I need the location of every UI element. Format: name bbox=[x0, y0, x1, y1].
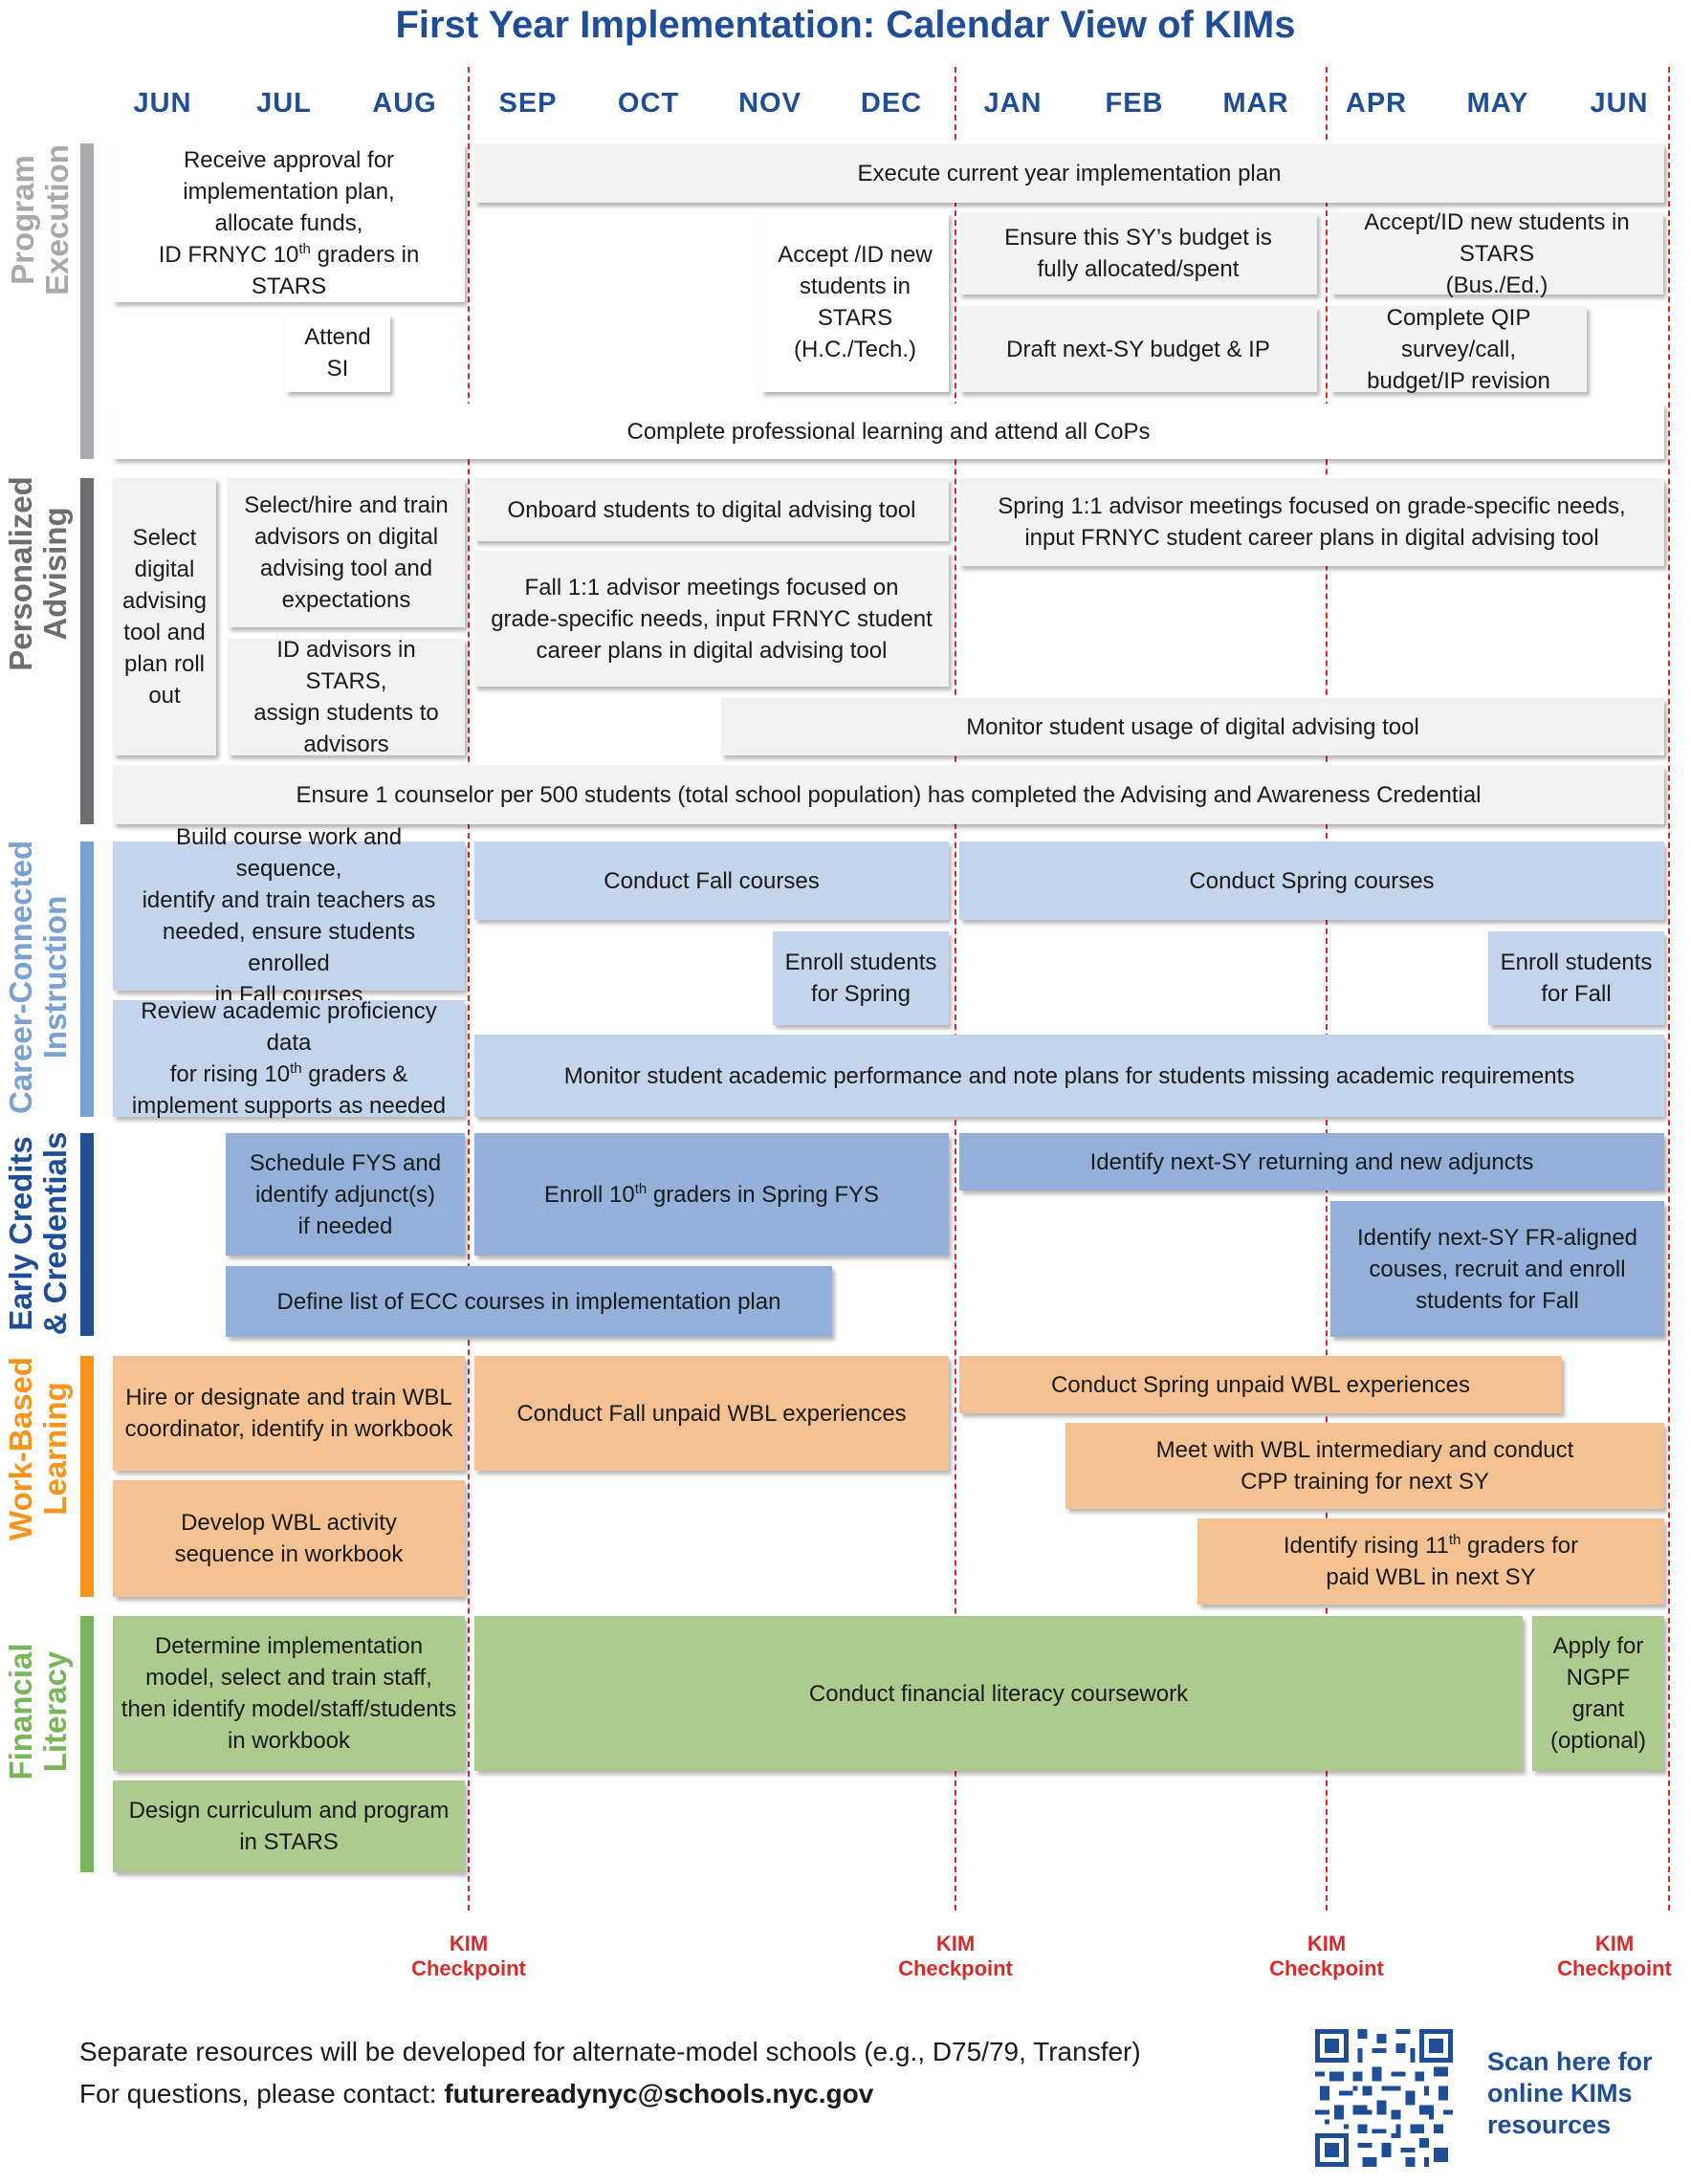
task-complete-qip: Complete QIP survey/call, budget/IP revi… bbox=[1330, 305, 1587, 394]
lane-bar-work-based-learning bbox=[80, 1356, 94, 1597]
task-conduct-fall-courses: Conduct Fall courses bbox=[474, 841, 949, 920]
task-hire-wbl-coordinator: Hire or designate and train WBL coordina… bbox=[113, 1356, 465, 1471]
task-determine-fl-model: Determine implementation model, select a… bbox=[113, 1616, 465, 1771]
task-spring-advisor-meetings: Spring 1:1 advisor meetings focused on g… bbox=[959, 478, 1664, 566]
month-label: JUN bbox=[1590, 88, 1649, 119]
task-onboard-students: Onboard students to digital advising too… bbox=[474, 478, 949, 541]
task-accept-new-students-bus: Accept/ID new students in STARS (Bus./Ed… bbox=[1330, 209, 1663, 298]
month-label: JUL bbox=[256, 88, 312, 119]
month-label: JAN bbox=[983, 88, 1043, 119]
task-select-advising-tool: Select digital advising tool and plan ro… bbox=[113, 478, 216, 755]
task-enroll-10th-graders-fys: Enroll 10th graders in Spring FYS bbox=[474, 1133, 949, 1256]
lane-bar-program-execution bbox=[80, 143, 94, 459]
task-apply-ngpf-grant: Apply for NGPF grant (optional) bbox=[1532, 1616, 1664, 1771]
task-identify-adjuncts: Identify next-SY returning and new adjun… bbox=[959, 1133, 1664, 1190]
month-label: MAR bbox=[1222, 88, 1289, 119]
task-review-proficiency: Review academic proficiency data for ris… bbox=[113, 998, 465, 1119]
task-attend-si: Attend SI bbox=[285, 314, 390, 392]
month-label: DEC bbox=[860, 88, 923, 119]
task-monitor-advising-tool: Monitor student usage of digital advisin… bbox=[721, 698, 1664, 755]
task-conduct-spring-wbl: Conduct Spring unpaid WBL experiences bbox=[959, 1356, 1562, 1413]
lane-label-early-credits: Early Credits& Credentials bbox=[3, 1131, 73, 1336]
contact-email-link[interactable]: futurereadynyc@schools.nyc.gov bbox=[444, 2079, 874, 2108]
task-identify-rising-11th-graders: Identify rising 11th graders for paid WB… bbox=[1197, 1518, 1664, 1605]
kim-checkpoint-line bbox=[1668, 67, 1670, 1911]
task-schedule-fys: Schedule FYS and identify adjunct(s) if … bbox=[226, 1133, 465, 1256]
lane-bar-personalized-advising bbox=[80, 478, 94, 824]
month-label: APR bbox=[1345, 88, 1408, 119]
task-define-ecc-courses: Define list of ECC courses in implementa… bbox=[226, 1266, 832, 1337]
scan-qr-caption: Scan here for online KIMs resources bbox=[1487, 2047, 1653, 2139]
task-build-course-work: Build course work and sequence, identify… bbox=[113, 824, 465, 1008]
month-label: NOV bbox=[738, 88, 802, 119]
task-conduct-spring-courses: Conduct Spring courses bbox=[959, 841, 1664, 920]
task-receive-approval: Receive approval for implementation plan… bbox=[113, 143, 465, 302]
month-label: FEB bbox=[1105, 88, 1164, 119]
task-id-advisors: ID advisors in STARS, assign students to… bbox=[228, 637, 465, 757]
task-hire-train-advisors: Select/hire and train advisors on digita… bbox=[228, 478, 465, 627]
task-execute-plan: Execute current year implementation plan bbox=[474, 143, 1664, 203]
task-professional-learning: Complete professional learning and atten… bbox=[113, 404, 1664, 459]
task-fall-advisor-meetings: Fall 1:1 advisor meetings focused on gra… bbox=[474, 551, 949, 687]
month-label: AUG bbox=[372, 88, 437, 119]
task-develop-wbl-sequence: Develop WBL activity sequence in workboo… bbox=[113, 1480, 465, 1597]
task-accept-new-students-hc: Accept /ID new students in STARS (H.C./T… bbox=[761, 212, 949, 392]
task-identify-fr-aligned-courses: Identify next-SY FR-aligned couses, recr… bbox=[1330, 1201, 1664, 1337]
task-conduct-financial-literacy: Conduct financial literacy coursework bbox=[474, 1616, 1523, 1771]
month-label: OCT bbox=[617, 88, 680, 119]
task-monitor-academic-performance: Monitor student academic performance and… bbox=[474, 1035, 1664, 1117]
kim-checkpoint-line bbox=[1326, 67, 1328, 1911]
task-conduct-fall-wbl: Conduct Fall unpaid WBL experiences bbox=[474, 1356, 949, 1471]
month-label: SEP bbox=[498, 88, 558, 119]
month-label: JUN bbox=[133, 88, 192, 119]
task-enroll-students-fall: Enroll students for Fall bbox=[1488, 931, 1664, 1025]
footer-note: Separate resources will be developed for… bbox=[79, 2037, 1141, 2066]
task-meet-wbl-intermediary: Meet with WBL intermediary and conduct C… bbox=[1065, 1423, 1664, 1509]
task-ensure-budget: Ensure this SY’s budget is fully allocat… bbox=[959, 212, 1317, 295]
task-enroll-students-spring: Enroll students for Spring bbox=[773, 931, 949, 1025]
page-title: First Year Implementation: Calendar View… bbox=[395, 4, 1296, 46]
kim-checkpoint-line bbox=[955, 67, 956, 1911]
qr-code-icon[interactable] bbox=[1315, 2029, 1453, 2167]
month-label: MAY bbox=[1466, 88, 1529, 119]
lane-bar-early-credits bbox=[80, 1133, 94, 1336]
task-draft-budget: Draft next-SY budget & IP bbox=[959, 306, 1317, 392]
footer-contact: For questions, please contact: futurerea… bbox=[79, 2079, 874, 2108]
task-ensure-counselor: Ensure 1 counselor per 500 students (tot… bbox=[113, 765, 1664, 824]
lane-bar-career-connected-instruction bbox=[80, 841, 94, 1117]
lane-bar-financial-literacy bbox=[80, 1616, 94, 1872]
task-design-curriculum: Design curriculum and program in STARS bbox=[113, 1780, 465, 1872]
kim-checkpoint-line bbox=[468, 67, 470, 1911]
